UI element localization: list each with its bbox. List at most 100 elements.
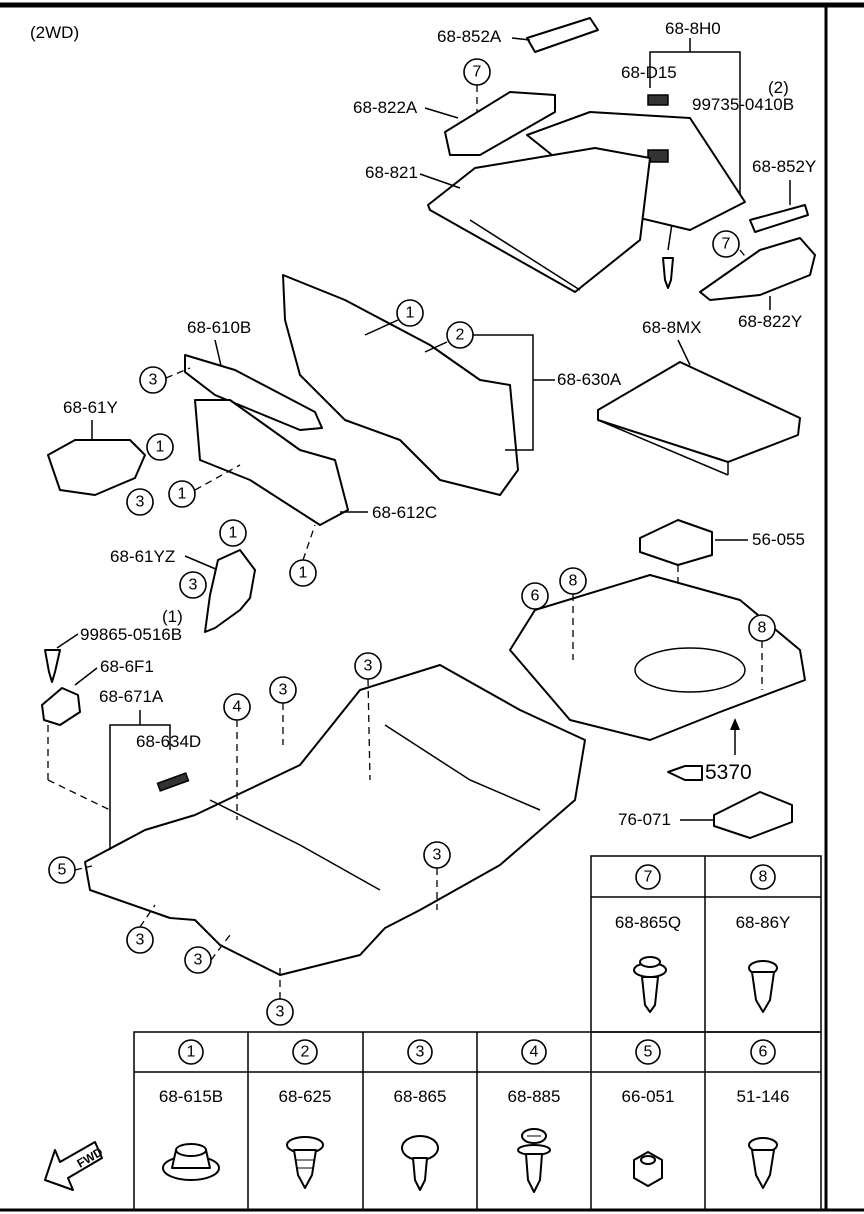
callout-3-c	[179, 571, 207, 599]
label-99735-0410B: 99735-0410B	[692, 95, 794, 114]
label-68-634D: 68-634D	[136, 732, 201, 751]
callout-4-num: 4	[233, 699, 242, 716]
label-56-055: 56-055	[752, 530, 805, 549]
callout-6-num: 6	[531, 588, 540, 605]
label-99865-0516B: 99865-0516B	[80, 625, 182, 644]
callout-1-c-num: 1	[178, 486, 187, 503]
label-68-D15: 68-D15	[621, 63, 677, 82]
label-68-8MX: 68-8MX	[642, 318, 702, 337]
bracket-68-822Y	[699, 237, 816, 301]
tray-edge	[469, 219, 581, 291]
dash-3-g	[139, 904, 156, 928]
callout-5-num: 5	[58, 862, 67, 879]
fastener-table-bottom	[133, 1031, 822, 1211]
label-68-852A: 68-852A	[437, 27, 502, 46]
callout-3-a	[139, 366, 167, 394]
table-callout-6	[750, 1039, 776, 1065]
callout-1-d-num: 1	[299, 565, 308, 582]
callout-1-c	[168, 480, 196, 508]
table-callout-5-num: 5	[644, 1044, 653, 1061]
callout-7-b-num: 7	[722, 236, 731, 253]
table-part-66-051: 66-051	[622, 1087, 675, 1106]
label-68-8H0: 68-8H0	[665, 19, 721, 38]
label-68-630A: 68-630A	[557, 370, 622, 389]
table-part-68-865: 68-865	[394, 1087, 447, 1106]
box-edge	[597, 419, 729, 476]
push-rivet-icon	[633, 956, 667, 1013]
cover-68-852A	[526, 17, 599, 53]
leader-68-6F1	[74, 667, 98, 686]
table-callout-3-num: 3	[416, 1044, 425, 1061]
clip-68-D15	[647, 94, 669, 106]
label-5370: 5370	[705, 761, 752, 784]
label-76-071: 76-071	[618, 810, 671, 829]
arrow-head-5370	[730, 718, 740, 730]
label-68-671A: 68-671A	[99, 687, 164, 706]
carpet-tunnel	[209, 799, 381, 891]
leader-99865	[56, 633, 79, 649]
callout-3-c-num: 3	[189, 577, 198, 594]
floor-carpet-68-671A	[84, 664, 586, 976]
label-68-821: 68-821	[365, 163, 418, 182]
leader-68-852A	[511, 37, 531, 41]
table-callout-8-num: 8	[759, 869, 768, 886]
label-qty-2: (2)	[768, 78, 789, 97]
dash-1-c	[194, 464, 241, 491]
label-68-61Y: 68-61Y	[63, 398, 118, 417]
table-callout-3	[407, 1039, 433, 1065]
callout-3-g-num: 3	[136, 932, 145, 949]
callout-2-num: 2	[456, 327, 465, 344]
table-callout-1	[178, 1039, 204, 1065]
variant-label: (2WD)	[30, 23, 79, 42]
spacer-68-6F1	[41, 687, 81, 726]
callout-1-e	[219, 519, 247, 547]
table-callout-4	[521, 1039, 547, 1065]
table-callout-2	[292, 1039, 318, 1065]
callout-3-b-num: 3	[136, 494, 145, 511]
table-part-68-615B: 68-615B	[159, 1087, 223, 1106]
dash-insulator-68-630A	[282, 274, 519, 496]
callout-1-b-num: 1	[156, 439, 165, 456]
bracket-68-822A	[444, 91, 556, 156]
carpet-rear-step	[384, 724, 541, 811]
grommet-clip-icon	[162, 1143, 220, 1181]
callout-1-e-num: 1	[229, 525, 238, 542]
dash-5	[74, 865, 93, 871]
push-pin-icon	[748, 960, 778, 1013]
table-callout-8	[750, 864, 776, 890]
box-68-8MX	[597, 361, 801, 463]
table-callout-5	[635, 1039, 661, 1065]
callout-3-h-num: 3	[194, 952, 203, 969]
callout-8-a-num: 8	[569, 573, 578, 590]
callout-1-a	[396, 299, 424, 327]
label-68-822Y: 68-822Y	[738, 312, 802, 331]
dash-3-a	[165, 367, 191, 379]
leader-68-8H0	[649, 51, 741, 205]
spare-well	[634, 647, 746, 693]
table-callout-7-num: 7	[644, 869, 653, 886]
leader-68-61YZ	[184, 555, 219, 571]
label-68-61YZ: 68-61YZ	[110, 547, 175, 566]
callout-3-f-num: 3	[433, 847, 442, 864]
table-part-68-865Q: 68-865Q	[615, 913, 681, 932]
table-callout-2-num: 2	[301, 1044, 310, 1061]
label-qty-1: (1)	[162, 607, 183, 626]
mat-56-055	[639, 519, 713, 566]
dash-3-h	[210, 934, 231, 961]
screw-99735-0410B	[662, 257, 674, 289]
callout-3-b	[126, 488, 154, 516]
pad-68-634D	[156, 772, 190, 792]
table-part-68-86Y: 68-86Y	[736, 913, 791, 932]
label-68-822A: 68-822A	[353, 98, 418, 117]
dash-6F1-b	[47, 779, 111, 811]
fwd-label: FWD	[75, 1145, 106, 1171]
table-callout-7	[635, 864, 661, 890]
insulator-68-61Y	[47, 439, 146, 496]
callout-8-b-num: 8	[758, 620, 767, 637]
callout-1-b	[146, 433, 174, 461]
table-part-68-625: 68-625	[279, 1087, 332, 1106]
label-68-610B: 68-610B	[187, 318, 251, 337]
dash-3-d	[367, 678, 371, 781]
callout-7-b	[712, 230, 740, 258]
nut-clip-icon	[633, 1151, 663, 1187]
